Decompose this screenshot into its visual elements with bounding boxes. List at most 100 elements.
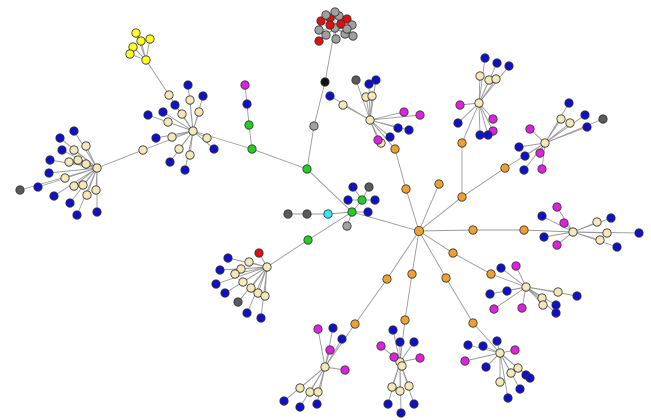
graph-node-blue: [33, 182, 43, 192]
graph-node-beige: [553, 287, 563, 297]
graph-edge: [306, 168, 353, 213]
graph-node-blue: [572, 291, 582, 301]
graph-edge: [184, 130, 194, 171]
graph-node-blue: [158, 107, 168, 117]
graph-node-beige: [230, 269, 240, 279]
graph-node-blue: [515, 384, 525, 394]
graph-edge: [162, 111, 194, 132]
graph-node-beige: [338, 100, 348, 110]
graph-edge: [472, 322, 501, 354]
graph-node-beige: [495, 348, 505, 358]
graph-node-orange: [413, 225, 424, 236]
graph-node-beige: [474, 98, 484, 108]
graph-node-blue: [209, 144, 219, 154]
graph-node-magenta: [455, 100, 465, 110]
graph-node-blue: [504, 61, 514, 71]
graph-node-blue: [44, 168, 54, 178]
graph-node-orange: [401, 184, 411, 194]
graph-node-blue: [463, 340, 473, 350]
graph-edge: [478, 102, 494, 132]
graph-node-beige: [185, 150, 195, 160]
graph-node-magenta: [525, 124, 535, 134]
graph-edge: [394, 148, 407, 190]
graph-node-blue: [363, 207, 373, 217]
graph-node-beige: [78, 180, 88, 190]
graph-node-beige: [565, 118, 575, 128]
graph-node-blue: [223, 253, 233, 263]
graph-edge: [572, 231, 618, 248]
graph-node-blue: [55, 133, 65, 143]
graph-node-blue: [198, 91, 208, 101]
graph-node-blue: [580, 110, 590, 120]
graph-node-beige: [397, 361, 407, 371]
graph-node-blue: [211, 279, 221, 289]
graph-node-darkgray: [302, 209, 312, 219]
graph-node-darkgray: [15, 185, 25, 195]
graph-node-beige: [320, 362, 330, 372]
graph-node-beige: [513, 363, 523, 373]
graph-edge: [215, 266, 268, 285]
graph-edge: [307, 211, 353, 241]
graph-node-blue: [92, 207, 102, 217]
graph-node-magenta: [552, 202, 562, 212]
graph-node-red: [254, 248, 264, 258]
graph-node-blue: [279, 396, 289, 406]
graph-node-beige: [60, 173, 70, 183]
graph-edge: [478, 102, 481, 136]
graph-node-blue: [483, 130, 493, 140]
graph-node-blue: [170, 100, 180, 110]
graph-node-green: [244, 120, 254, 130]
graph-node-beige: [91, 185, 101, 195]
graph-node-orange: [457, 192, 467, 202]
graph-edge: [324, 338, 343, 368]
graph-node-beige: [167, 132, 177, 142]
graph-node-magenta: [373, 135, 383, 145]
graph-node-magenta: [537, 164, 547, 174]
graph-edge: [266, 239, 309, 268]
graph-node-blue: [180, 165, 190, 175]
graph-node-blue: [478, 341, 488, 351]
graph-node-beige: [82, 190, 92, 200]
graph-edge: [525, 286, 578, 297]
graph-node-blue: [537, 211, 547, 221]
graph-node-blue: [396, 408, 406, 418]
graph-node-blue: [634, 228, 644, 238]
graph-node-beige: [81, 141, 91, 151]
graph-node-blue: [165, 157, 175, 167]
graph-node-blue: [480, 53, 490, 63]
graph-node-beige: [177, 109, 187, 119]
graph-node-beige: [305, 387, 315, 397]
graph-edge: [541, 215, 574, 233]
graph-node-yellow: [131, 28, 141, 38]
graph-node-blue: [242, 308, 252, 318]
graph-node-green: [303, 235, 313, 245]
graph-node-beige: [238, 277, 248, 287]
graph-edge: [544, 118, 604, 144]
graph-node-blue: [502, 286, 512, 296]
graph-node-magenta: [325, 345, 335, 355]
graph-node-orange: [457, 138, 467, 148]
graph-edge: [251, 148, 308, 170]
graph-edge: [351, 211, 420, 232]
graph-node-orange: [434, 179, 444, 189]
graph-node-blue: [371, 75, 381, 85]
graph-edge: [135, 32, 147, 61]
graph-node-beige: [64, 157, 74, 167]
graph-node-blue: [312, 399, 322, 409]
graph-node-gray: [331, 34, 341, 44]
graph-node-blue: [481, 362, 491, 372]
graph-node-beige: [188, 126, 198, 136]
graph-node-beige: [365, 115, 375, 125]
graph-node-blue: [514, 142, 524, 152]
graph-edge: [478, 57, 486, 104]
graph-node-blue: [496, 263, 506, 273]
graph-node-blue: [395, 337, 405, 347]
graph-node-orange: [441, 273, 451, 283]
graph-node-blue: [409, 337, 419, 347]
graph-node-blue: [325, 91, 335, 101]
graph-node-blue: [492, 58, 502, 68]
graph-node-blue: [551, 308, 561, 318]
graph-node-blue: [409, 399, 419, 409]
graph-node-beige: [81, 159, 91, 169]
graph-node-orange: [486, 269, 496, 279]
